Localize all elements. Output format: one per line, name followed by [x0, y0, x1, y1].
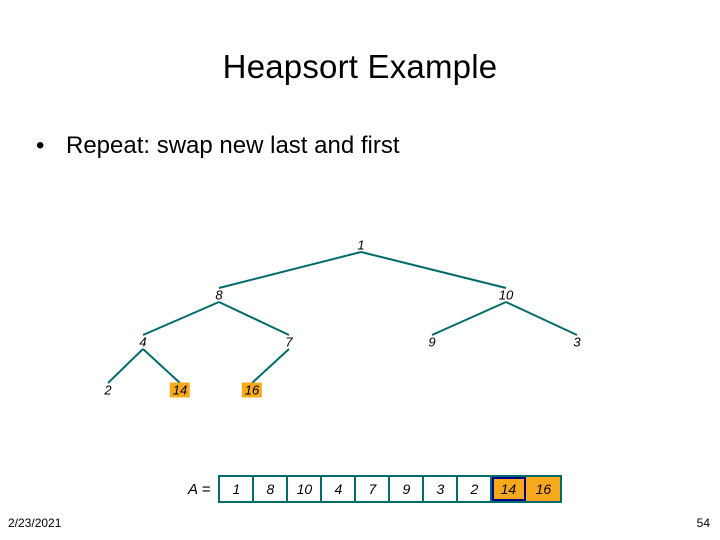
tree-node: 4: [139, 334, 147, 350]
tree-node: 7: [285, 334, 293, 350]
array-cell: 10: [288, 477, 323, 501]
array-cell: 4: [322, 477, 357, 501]
array-cell: 14: [492, 477, 527, 501]
bullet-text: Repeat: swap new last and first: [66, 132, 400, 159]
tree-edge: [218, 301, 290, 336]
tree-node: 10: [498, 287, 514, 303]
array-cell: 3: [424, 477, 459, 501]
tree-edge: [251, 348, 290, 384]
tree-node: 2: [104, 382, 112, 398]
tree-node: 8: [215, 287, 223, 303]
array-cell: 8: [254, 477, 289, 501]
array-cell: 9: [390, 477, 425, 501]
tree-edge: [431, 301, 507, 336]
tree-edge: [142, 301, 220, 336]
tree-edge: [218, 251, 362, 289]
heap-tree-diagram: 1 8 10 4 7 9 3 2 14 16: [0, 220, 720, 420]
array-label: A =: [188, 480, 211, 498]
slide-date: 2/23/2021: [8, 516, 62, 530]
tree-node: 9: [428, 334, 436, 350]
tree-edge: [505, 301, 578, 336]
array-cell: 7: [356, 477, 391, 501]
tree-edges: [107, 251, 578, 384]
page-title: Heapsort Example: [222, 48, 498, 85]
tree-edge: [107, 348, 144, 384]
array-cell: 2: [458, 477, 493, 501]
tree-node: 16: [241, 382, 263, 398]
tree-node: 1: [357, 237, 365, 253]
tree-node: 14: [169, 382, 191, 398]
array-cell: 16: [526, 477, 561, 501]
tree-edge: [142, 348, 181, 384]
bullet-item: • Repeat: swap new last and first: [36, 132, 676, 160]
tree-edge: [360, 251, 507, 289]
bullet-marker: •: [36, 132, 45, 159]
tree-node: 3: [573, 334, 581, 350]
slide-page-number: 54: [696, 516, 710, 530]
array-cell: 1: [220, 477, 255, 501]
